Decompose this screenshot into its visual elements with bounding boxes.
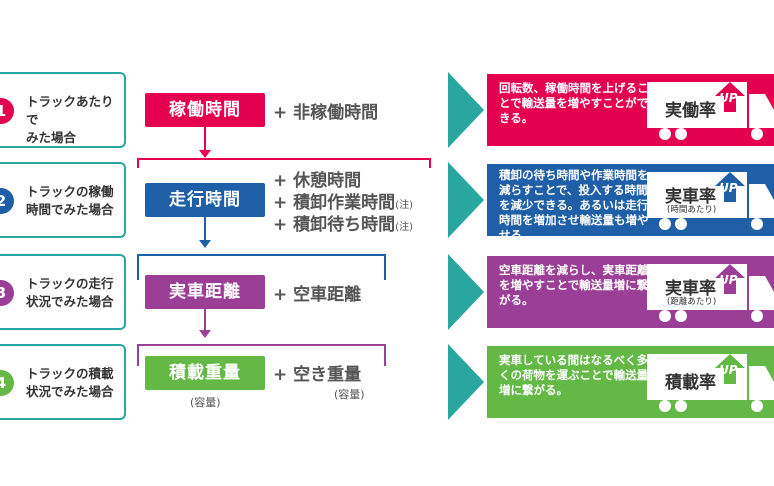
extra-term: + 非稼働時間 xyxy=(273,103,379,123)
result-box-1: 回転数、稼働時間を上げることで輸送量を増やすことができる。 実働率 UP xyxy=(487,74,774,146)
up-label: UP xyxy=(719,363,738,377)
badge-label: 実車率 xyxy=(665,187,716,207)
result-text: 回転数、稼働時間を上げることで輸送量を増やすことができる。 xyxy=(499,81,649,125)
perspective-label: トラックの稼働 時間でみた場合 xyxy=(26,184,114,217)
extra-term: + 積卸作業時間(注) xyxy=(273,193,413,213)
result-text: 空車距離を減らし、実車距離を増やすことで輸送量増に繋がる。 xyxy=(499,263,649,307)
chevron-arrow-icon xyxy=(448,72,484,148)
up-label: UP xyxy=(719,181,738,195)
result-box-4: 実車している間はなるべく多くの荷物を運ぶことで輸送量増に繋がる。 積載率 UP xyxy=(487,346,774,418)
badge: 実働率 UP xyxy=(655,82,745,126)
row-2: 2 トラックの稼働 時間でみた場合 走行時間 + 休憩時間 + 積卸作業時間(注… xyxy=(0,158,774,242)
bracket-line xyxy=(137,344,386,366)
up-label: UP xyxy=(719,273,738,287)
up-arrow-icon xyxy=(715,354,745,384)
chevron-arrow-icon xyxy=(448,254,484,330)
row-number-badge: 4 xyxy=(0,370,14,396)
badge-label: 積載率 xyxy=(665,373,716,393)
row-4: 4 トラックの積載 状況でみた場合 積載重量 (容量) + 空き重量 (容量) … xyxy=(0,344,774,424)
metric-box: 積載重量 xyxy=(145,356,265,390)
extra-term: + 空き重量 xyxy=(273,365,362,385)
arrow-down-icon xyxy=(199,150,211,158)
capacity-caption: (容量) xyxy=(334,388,365,401)
perspective-label: トラックの走行 状況でみた場合 xyxy=(26,276,114,309)
metric-box: 走行時間 xyxy=(145,183,265,217)
badge-label: 実車率 xyxy=(665,279,716,299)
badge-sublabel: (距離あたり) xyxy=(667,297,717,307)
arrow-down-icon xyxy=(199,330,211,338)
perspective-label: トラックあたりで みた場合 xyxy=(26,94,114,145)
result-box-3: 空車距離を減らし、実車距離を増やすことで輸送量増に繋がる。 実車率 (距離あたり… xyxy=(487,256,774,328)
row-number-badge: 2 xyxy=(0,188,14,214)
perspective-label: トラックの積載 状況でみた場合 xyxy=(26,366,114,399)
badge: 積載率 UP xyxy=(655,354,745,398)
badge-label: 実働率 xyxy=(665,101,716,121)
row-number-badge: 1 xyxy=(0,98,14,124)
connector-line xyxy=(204,127,206,150)
perspective-box-1: 1 トラックあたりで みた場合 xyxy=(0,72,126,148)
bracket-line xyxy=(137,158,431,168)
up-label: UP xyxy=(719,91,738,105)
chevron-arrow-icon xyxy=(448,344,484,420)
row-1: 1 トラックあたりで みた場合 稼働時間 + 非稼働時間 回転数、稼働時間を上げ… xyxy=(0,72,774,152)
extra-term: + 休憩時間 xyxy=(273,171,362,191)
arrow-down-icon xyxy=(199,240,211,248)
connector-line xyxy=(204,217,206,240)
extra-term: + 空車距離 xyxy=(273,285,362,305)
chevron-arrow-icon xyxy=(448,162,484,238)
perspective-box-3: 3 トラックの走行 状況でみた場合 xyxy=(0,254,126,330)
connector-line xyxy=(204,309,206,330)
perspective-box-2: 2 トラックの稼働 時間でみた場合 xyxy=(0,162,126,238)
note-mark: (注) xyxy=(395,200,413,211)
result-text: 実車している間はなるべく多くの荷物を運ぶことで輸送量増に繋がる。 xyxy=(499,353,649,397)
bracket-line xyxy=(137,254,386,280)
badge-sublabel: (時間あたり) xyxy=(667,205,717,215)
extra-term: + 積卸待ち時間(注) xyxy=(273,215,413,235)
result-text: 積卸の待ち時間や作業時間を減らすことで、投入する時間を減少できる。あるいは走行時… xyxy=(499,168,649,242)
perspective-box-4: 4 トラックの積載 状況でみた場合 xyxy=(0,344,126,420)
badge: 実車率 (距離あたり) UP xyxy=(655,264,745,308)
metric-box: 稼働時間 xyxy=(145,93,265,127)
up-arrow-icon xyxy=(715,172,745,202)
badge: 実車率 (時間あたり) UP xyxy=(655,172,745,216)
up-arrow-icon xyxy=(715,264,745,294)
metric-box: 実車距離 xyxy=(145,275,265,309)
capacity-caption: (容量) xyxy=(190,396,221,409)
up-arrow-icon xyxy=(715,82,745,112)
row-3: 3 トラックの走行 状況でみた場合 実車距離 + 空車距離 空車距離を減らし、実… xyxy=(0,254,774,334)
row-number-badge: 3 xyxy=(0,280,14,306)
result-box-2: 積卸の待ち時間や作業時間を減らすことで、投入する時間を減少できる。あるいは走行時… xyxy=(487,164,774,242)
note-mark: (注) xyxy=(395,222,413,233)
